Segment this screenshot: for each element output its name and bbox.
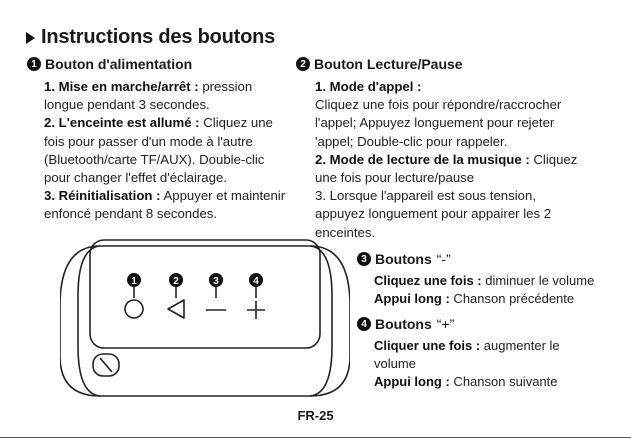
power-section-body: 1. Mise en marche/arrêt : pression longu…: [44, 78, 309, 224]
marker-4: 4: [253, 276, 259, 287]
number-badge: 3: [357, 252, 371, 266]
number-badge: 4: [357, 317, 371, 331]
play-item-1: 1. Mode d'appel : Cliquez une fois pour …: [315, 79, 562, 149]
speaker-outer-shell: [60, 245, 350, 397]
plus-line-3: Appui long : Chanson suivante: [374, 374, 558, 389]
marker-1: 1: [131, 276, 137, 287]
arrow-bullet-icon: [26, 31, 35, 44]
play-section-heading: 2 Bouton Lecture/Pause: [296, 56, 463, 72]
number-badge: 2: [296, 57, 310, 71]
speaker-right-cap: [309, 245, 333, 397]
plus-line-1: Cliquer une fois : augmenter le: [374, 338, 560, 353]
plus-section-body: Cliquer une fois : augmenter le volume A…: [374, 337, 624, 391]
page-number: FR-25: [297, 408, 334, 423]
marker-3: 3: [213, 276, 219, 287]
speaker-diagram: 1 2 3 4: [60, 239, 350, 397]
minus-section-heading: 3 Boutons “-”: [357, 251, 451, 267]
play-item-3: 3. Lorsque l'appareil est sous tension, …: [315, 188, 552, 240]
play-button-icon: [167, 299, 185, 319]
plus-button-icon: [247, 301, 265, 319]
minus-section-body: Cliquez une fois : diminuer le volume Ap…: [374, 272, 624, 308]
power-button-icon: [124, 299, 144, 319]
power-item-2: 2. L'enceinte est allumé : Cliquez une f…: [44, 115, 273, 186]
minus-line-2: Appui long : Chanson précédente: [374, 291, 575, 306]
marker-2: 2: [173, 276, 179, 287]
power-item-1: 1. Mise en marche/arrêt : pression longu…: [44, 79, 253, 113]
power-section-heading: 1 Bouton d'alimentation: [27, 56, 192, 72]
speaker-left-cap: [77, 245, 101, 397]
number-badge: 1: [27, 57, 41, 71]
plus-section-heading: 4 Boutons “+”: [357, 316, 454, 332]
speaker-top-panel: [89, 239, 321, 349]
page-title: Instructions des boutons: [26, 26, 275, 49]
strap-loop-icon: [92, 353, 120, 377]
diagram-markers: 1 2 3 4: [127, 273, 263, 287]
minus-line-1: Cliquez une fois : diminuer le volume: [374, 273, 595, 288]
play-section-body: 1. Mode d'appel : Cliquez une fois pour …: [315, 78, 615, 242]
power-item-3: 3. Réinitialisation : Appuyer et mainten…: [44, 188, 286, 222]
bottom-divider: [0, 437, 631, 438]
play-item-2: 2. Mode de lecture de la musique : Cliqu…: [315, 151, 578, 186]
plus-line-2: volume: [374, 356, 416, 371]
